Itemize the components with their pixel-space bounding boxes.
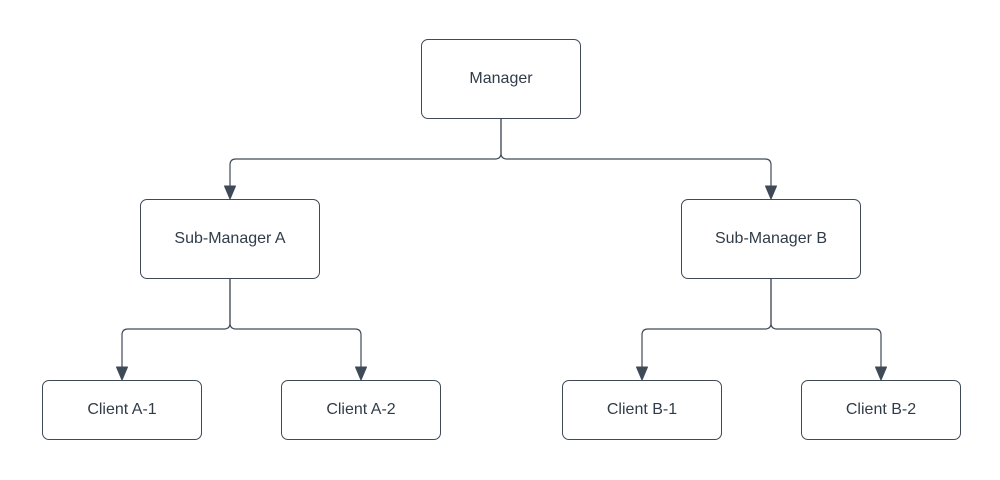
arrowhead-client-b1	[636, 366, 648, 381]
arrowhead-sub-a	[224, 185, 236, 200]
arrowhead-client-b2	[875, 366, 887, 381]
node-sub-manager-b-label: Sub-Manager B	[714, 230, 828, 248]
node-client-a1[interactable]: Client A-1	[42, 380, 202, 440]
node-sub-manager-b[interactable]: Sub-Manager B	[681, 199, 861, 279]
node-client-a2-label: Client A-2	[326, 401, 396, 419]
arrowhead-sub-b	[765, 185, 777, 200]
node-client-b1-label: Client B-1	[606, 401, 678, 419]
node-client-b2[interactable]: Client B-2	[801, 380, 961, 440]
edge-sub-a-client-a2	[229, 279, 367, 381]
node-sub-manager-a[interactable]: Sub-Manager A	[140, 199, 320, 279]
edge-sub-a-client-a1	[116, 279, 231, 381]
node-manager-label: Manager	[469, 70, 533, 88]
edge-sub-b-client-b2	[770, 279, 887, 381]
node-client-a2[interactable]: Client A-2	[281, 380, 441, 440]
edge-manager-sub-b	[500, 119, 777, 200]
node-sub-manager-a-label: Sub-Manager A	[174, 230, 286, 248]
node-client-b1[interactable]: Client B-1	[562, 380, 722, 440]
edge-manager-sub-a	[224, 119, 502, 200]
node-client-b2-label: Client B-2	[845, 401, 917, 419]
edge-sub-b-client-b1	[636, 279, 772, 381]
arrowhead-client-a2	[355, 366, 367, 381]
arrowhead-client-a1	[116, 366, 128, 381]
node-manager[interactable]: Manager	[421, 39, 581, 119]
node-client-a1-label: Client A-1	[87, 401, 157, 419]
